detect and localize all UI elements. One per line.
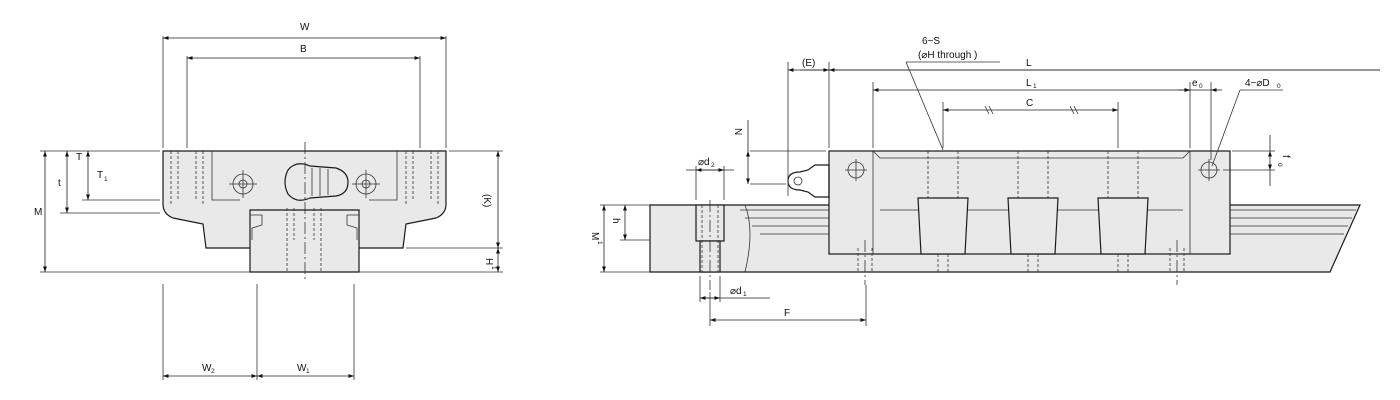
label-T1-sub: 1 bbox=[104, 176, 108, 183]
label-W2-sub: 2 bbox=[211, 368, 215, 375]
label-6S: 6−S bbox=[922, 36, 940, 47]
label-W1-sub: 1 bbox=[306, 368, 310, 375]
label-W1: W bbox=[297, 363, 307, 374]
rail-profile bbox=[249, 209, 360, 273]
label-H1-sub: 1 bbox=[490, 266, 497, 270]
label-L1-sub: 1 bbox=[1033, 83, 1037, 90]
label-e0: e bbox=[1192, 78, 1198, 89]
label-f0-sub: 0 bbox=[1276, 163, 1283, 167]
carriage-bolts bbox=[917, 151, 1149, 272]
label-L: L bbox=[1026, 58, 1032, 69]
label-M1-sub: 1 bbox=[596, 241, 603, 245]
label-W2: W bbox=[202, 363, 212, 374]
label-e0-sub: 0 bbox=[1199, 83, 1203, 90]
label-T: T bbox=[76, 152, 82, 163]
label-N: N bbox=[732, 128, 743, 135]
label-E: (E) bbox=[802, 58, 815, 69]
label-f0: f bbox=[1280, 155, 1291, 158]
label-D0: 4−⌀D bbox=[1245, 78, 1270, 89]
label-K: (K) bbox=[481, 194, 492, 207]
label-h: h bbox=[610, 218, 621, 224]
label-H1: H bbox=[483, 258, 494, 265]
rail-bolt-hole bbox=[286, 208, 322, 272]
label-D0-sub: 0 bbox=[1277, 83, 1281, 90]
label-T1: T bbox=[97, 170, 103, 181]
label-d2-sub: 2 bbox=[711, 162, 715, 169]
label-through-hole: (⌀H through ) bbox=[918, 50, 977, 61]
label-F: F bbox=[784, 308, 790, 319]
label-d2: ⌀d bbox=[698, 157, 710, 168]
label-d1: ⌀d bbox=[730, 286, 742, 297]
label-M: M bbox=[34, 207, 42, 218]
label-B: B bbox=[300, 44, 307, 55]
label-M1: M bbox=[589, 232, 600, 240]
label-W: W bbox=[300, 22, 310, 33]
label-L1: L bbox=[1026, 78, 1032, 89]
label-t: t bbox=[58, 178, 61, 189]
label-C: C bbox=[1026, 98, 1033, 109]
grease-nipple bbox=[284, 163, 349, 201]
side-view: 6−S (⌀H through ) L L 1 C (E) N e 0 4−⌀D… bbox=[589, 36, 1380, 326]
label-d1-sub: 1 bbox=[743, 291, 747, 298]
front-view: W B M t T T 1 (K) H 1 W 2 W 1 bbox=[34, 22, 503, 380]
